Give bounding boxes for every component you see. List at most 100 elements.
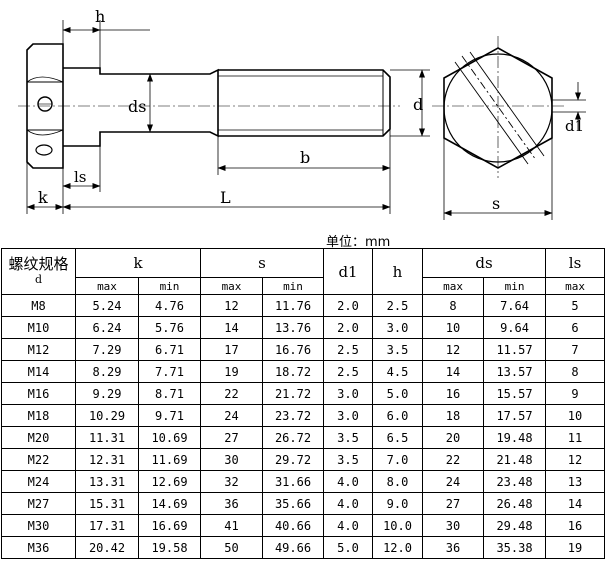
header-k-min: min bbox=[138, 277, 201, 295]
cell-ds-min: 29.48 bbox=[483, 514, 547, 537]
cell-s-min: 16.76 bbox=[261, 338, 325, 361]
cell-ds-max: 20 bbox=[422, 426, 485, 449]
cell-s-max: 36 bbox=[200, 492, 263, 515]
cell-ls-max: 16 bbox=[545, 514, 605, 537]
header-k-max: max bbox=[75, 277, 139, 295]
label-h: h bbox=[95, 7, 105, 26]
cell-s-max: 27 bbox=[200, 426, 263, 449]
cell-h: 5.0 bbox=[372, 382, 424, 405]
header-thread-spec-line2: d bbox=[34, 272, 43, 286]
cell-s-max: 22 bbox=[200, 382, 263, 405]
header-ls: ls bbox=[545, 248, 605, 278]
cell-s-max: 41 bbox=[200, 514, 263, 537]
cell-s-min: 23.72 bbox=[261, 404, 325, 427]
cell-h: 12.0 bbox=[372, 536, 424, 559]
bolt-shank-outline bbox=[63, 67, 219, 147]
cell-ds-min: 9.64 bbox=[483, 316, 547, 339]
cell-d1: 3.5 bbox=[323, 426, 374, 449]
cell-k-min: 8.71 bbox=[138, 382, 201, 405]
header-ds-max: max bbox=[422, 277, 485, 295]
cell-h: 4.5 bbox=[372, 360, 424, 383]
dimension-table: 螺纹规格 d k s d1 h ds ls max min max min ma… bbox=[1, 248, 605, 559]
dim-b bbox=[217, 129, 391, 175]
dim-s bbox=[443, 138, 553, 220]
label-L: L bbox=[220, 188, 231, 207]
cell-h: 6.5 bbox=[372, 426, 424, 449]
cell-ds-max: 14 bbox=[422, 360, 485, 383]
unit-label: 单位：mm bbox=[326, 235, 391, 250]
cell-k-max: 5.24 bbox=[75, 294, 139, 317]
header-thread-spec: 螺纹规格 d bbox=[1, 248, 76, 295]
cell-h: 3.5 bbox=[372, 338, 424, 361]
cell-s-min: 21.72 bbox=[261, 382, 325, 405]
cell-ds-max: 30 bbox=[422, 514, 485, 537]
header-ds: ds bbox=[422, 248, 547, 278]
cell-d: M27 bbox=[1, 492, 76, 515]
label-ds: ds bbox=[128, 97, 146, 116]
cell-s-max: 30 bbox=[200, 448, 263, 471]
cell-k-min: 6.71 bbox=[138, 338, 201, 361]
cell-ls-max: 11 bbox=[545, 426, 605, 449]
cell-s-max: 17 bbox=[200, 338, 263, 361]
cell-s-max: 19 bbox=[200, 360, 263, 383]
dim-d1 bbox=[552, 82, 586, 130]
cell-s-min: 35.66 bbox=[261, 492, 325, 515]
cell-ds-max: 24 bbox=[422, 470, 485, 493]
cell-s-min: 18.72 bbox=[261, 360, 325, 383]
cell-k-min: 16.69 bbox=[138, 514, 201, 537]
cell-ds-max: 36 bbox=[422, 536, 485, 559]
cell-s-min: 13.76 bbox=[261, 316, 325, 339]
cell-h: 6.0 bbox=[372, 404, 424, 427]
cell-k-max: 10.29 bbox=[75, 404, 139, 427]
cell-d: M8 bbox=[1, 294, 76, 317]
cell-s-min: 11.76 bbox=[261, 294, 325, 317]
bolt-thread-outline bbox=[218, 69, 391, 137]
cell-s-min: 31.66 bbox=[261, 470, 325, 493]
cell-d: M36 bbox=[1, 536, 76, 559]
cell-d1: 4.0 bbox=[323, 492, 374, 515]
cell-d1: 2.5 bbox=[323, 360, 374, 383]
cell-d: M20 bbox=[1, 426, 76, 449]
cell-s-max: 14 bbox=[200, 316, 263, 339]
cell-ls-max: 6 bbox=[545, 316, 605, 339]
cell-s-max: 12 bbox=[200, 294, 263, 317]
cell-d1: 3.5 bbox=[323, 448, 374, 471]
cell-d: M24 bbox=[1, 470, 76, 493]
cell-d1: 3.0 bbox=[323, 404, 374, 427]
cell-d1: 5.0 bbox=[323, 536, 374, 559]
cell-ls-max: 8 bbox=[545, 360, 605, 383]
cell-h: 3.0 bbox=[372, 316, 424, 339]
header-ls-max: max bbox=[545, 277, 605, 295]
cell-s-min: 29.72 bbox=[261, 448, 325, 471]
label-d1: d1 bbox=[565, 117, 584, 135]
cell-d: M22 bbox=[1, 448, 76, 471]
hole-axis-lines bbox=[454, 51, 545, 165]
cell-h: 7.0 bbox=[372, 448, 424, 471]
cell-s-min: 40.66 bbox=[261, 514, 325, 537]
cell-h: 2.5 bbox=[372, 294, 424, 317]
cell-s-max: 32 bbox=[200, 470, 263, 493]
cell-k-max: 12.31 bbox=[75, 448, 139, 471]
dim-d-side bbox=[390, 69, 430, 137]
cell-s-max: 24 bbox=[200, 404, 263, 427]
cell-h: 9.0 bbox=[372, 492, 424, 515]
cell-k-min: 9.71 bbox=[138, 404, 201, 427]
label-d-side: d bbox=[413, 95, 423, 114]
cell-k-min: 12.69 bbox=[138, 470, 201, 493]
cell-k-min: 5.76 bbox=[138, 316, 201, 339]
cell-k-max: 7.29 bbox=[75, 338, 139, 361]
header-s: s bbox=[199, 248, 325, 278]
cell-ls-max: 10 bbox=[545, 404, 605, 427]
header-ds-min: min bbox=[483, 277, 547, 295]
cell-k-min: 10.69 bbox=[138, 426, 201, 449]
dim-k-ls-L bbox=[26, 146, 391, 214]
header-d1: d1 bbox=[323, 248, 374, 295]
cell-ls-max: 9 bbox=[545, 382, 605, 405]
cell-s-min: 49.66 bbox=[261, 536, 325, 559]
